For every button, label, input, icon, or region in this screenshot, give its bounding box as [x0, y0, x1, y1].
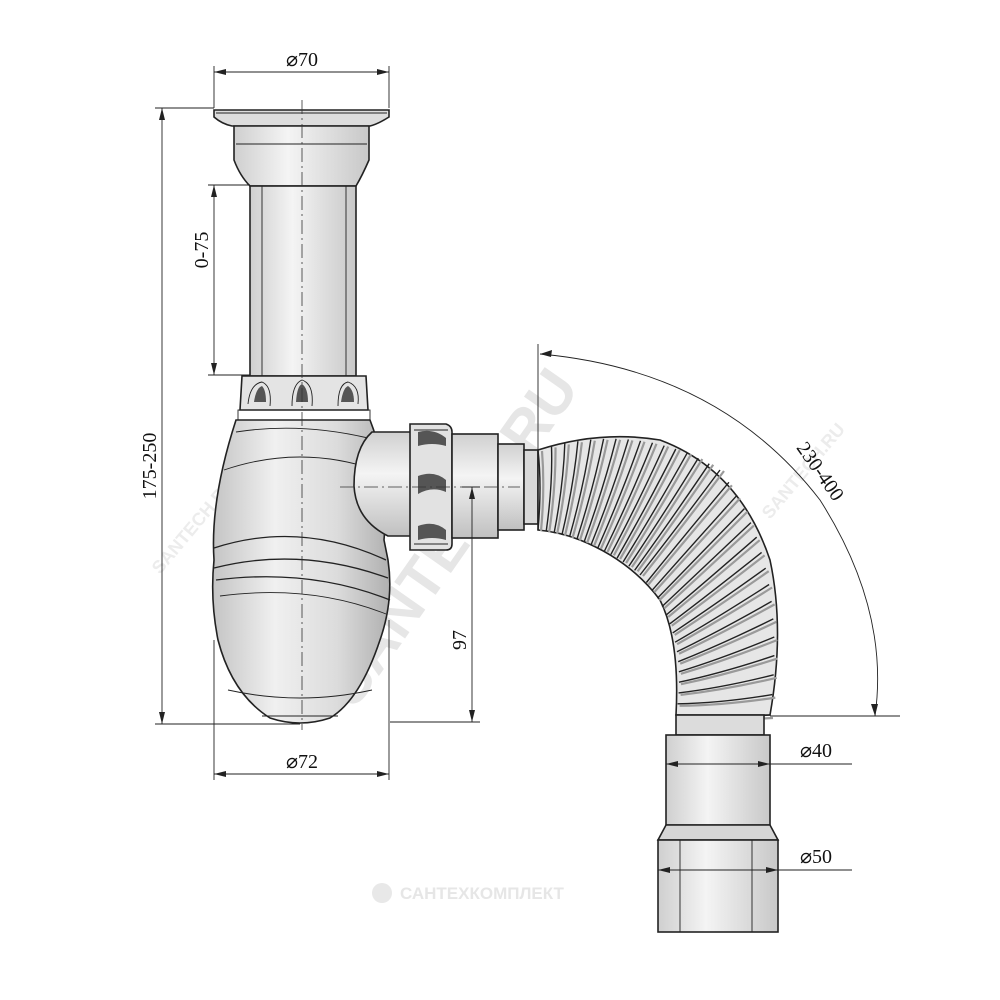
hose-rib [561, 441, 579, 536]
hose-rib [616, 448, 677, 559]
watermark-bottom: САНТЕХКОМПЛЕКТ [372, 883, 565, 903]
hose-rib [678, 636, 775, 673]
hose-rib [568, 439, 592, 538]
hose-rib [656, 508, 745, 599]
hose-rib-shade [647, 484, 733, 586]
hose-end-ring [675, 714, 765, 736]
hose-rib-shade [586, 439, 622, 544]
dim-top-70-label: ⌀70 [286, 49, 318, 71]
hose-rib-shade [667, 539, 761, 618]
hose-ribs [537, 438, 778, 721]
hose-rib [669, 551, 763, 625]
hose-rib [678, 674, 774, 694]
corrugated-hose [537, 435, 779, 721]
hose-rib-shade [678, 603, 776, 655]
hose-rib [661, 522, 752, 608]
hose-rib [639, 469, 721, 576]
hose-rib-shade [663, 524, 755, 610]
outlet-step [656, 824, 780, 841]
hose-rib-shade [671, 554, 766, 627]
flange-neck [233, 125, 370, 187]
hose-rib [553, 443, 566, 534]
watermark-bottom-text: САНТЕХКОМПЛЕКТ [400, 884, 565, 903]
hose-rib [545, 446, 553, 532]
dimension-pipe-adjust: 0-75 [191, 184, 250, 376]
outlet-adapter [451, 433, 499, 539]
hose-rib-shade [679, 620, 777, 665]
hose-rib-shade [599, 441, 646, 550]
dim-outlet-50-label: ⌀50 [800, 846, 832, 868]
hose-rib [674, 583, 770, 643]
hose-rib [634, 463, 710, 571]
hose-rib [590, 439, 630, 546]
hose-rib [676, 600, 772, 653]
hose-rib [645, 481, 730, 583]
hose-rib-shade [680, 638, 778, 675]
hose-rib-shade [630, 458, 704, 568]
hose-rib-shade [625, 453, 693, 564]
hose-rib-shade [679, 696, 776, 707]
hose-rib-shade [636, 464, 715, 573]
hose-rib-shade [674, 570, 770, 636]
lower-outlet [656, 714, 780, 933]
hose-rib-shade [642, 470, 725, 577]
hose-rib-shade [571, 440, 596, 539]
hose-rib-shade [619, 449, 681, 560]
hose-rib-shade [548, 447, 557, 533]
hose-rib-shade [563, 442, 583, 537]
hose-rib-shade [578, 439, 609, 541]
top-flange [213, 109, 390, 127]
dim-outlet-height-label: 97 [449, 630, 471, 650]
hose-rib [678, 654, 775, 683]
hose-rib [651, 494, 738, 591]
hose-rib [622, 452, 688, 563]
hose-rib-shade [658, 510, 749, 601]
dim-total-height-label: 175-250 [139, 433, 161, 500]
dimension-bottom-72: ⌀72 [213, 620, 390, 780]
hose-rib [597, 440, 642, 549]
hose-rib [537, 449, 541, 531]
hose-rib-shade [593, 440, 634, 547]
hose-rib [583, 438, 617, 543]
dim-outlet-40-label: ⌀40 [800, 740, 832, 762]
dim-pipe-adjust-label: 0-75 [191, 232, 213, 269]
hose-rib-shade [680, 676, 777, 696]
hose-rib-shade [676, 586, 773, 646]
hose-outline [537, 435, 779, 716]
dimension-total-height: 175-250 [139, 107, 300, 725]
hose-rib-shade [556, 444, 570, 535]
outlet-elbow [353, 431, 415, 537]
hose-rib [672, 567, 767, 634]
outlet-pipe-50 [657, 839, 779, 933]
dimension-top-70: ⌀70 [213, 49, 390, 108]
hose-rib [677, 618, 774, 663]
hose-rib [665, 536, 758, 616]
dimension-outlet-height: 97 [390, 486, 480, 723]
watermark-small-right: SANTECH.RU [758, 419, 849, 522]
siphon-flask [211, 419, 391, 724]
hose-rib [628, 457, 699, 567]
dim-bottom-72-label: ⌀72 [286, 751, 318, 773]
hose-rib [603, 442, 654, 552]
hose-rib [576, 438, 605, 540]
watermark-logo-icon [372, 883, 392, 903]
hose-rib-shade [680, 657, 778, 686]
hose-rib-shade [539, 450, 545, 532]
hose-rib-shade [606, 443, 658, 553]
hose-rib [610, 445, 665, 555]
outlet-pipe-40 [665, 734, 771, 826]
hose-rib-shade [612, 446, 670, 556]
vertical-pipe [249, 185, 357, 377]
dimension-outlet-40: ⌀40 [666, 740, 852, 767]
siphon-body [211, 109, 391, 724]
hose-rib-shade [653, 497, 741, 593]
hose-rib [677, 693, 773, 705]
dimension-outlet-50: ⌀50 [658, 846, 852, 873]
